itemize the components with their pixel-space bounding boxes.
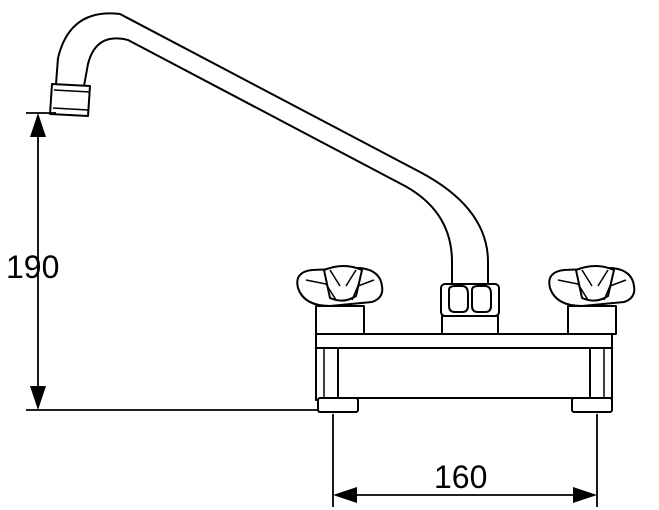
left-inlet — [317, 397, 359, 413]
spout-tube — [55, 12, 489, 285]
height-arrow-bottom — [30, 386, 46, 410]
height-arrow-top — [30, 113, 46, 137]
right-handle — [548, 265, 636, 335]
height-dimension: 190 — [6, 112, 318, 411]
left-handle — [296, 265, 384, 335]
spacing-dimension-label: 160 — [434, 459, 487, 495]
spacing-arrow-right — [573, 487, 597, 503]
faucet-body — [315, 333, 613, 401]
spacing-arrow-left — [333, 487, 357, 503]
height-dimension-label: 190 — [6, 249, 59, 285]
right-inlet — [571, 397, 613, 413]
spacing-dimension: 160 — [332, 414, 598, 507]
aerator-nozzle — [49, 83, 91, 117]
